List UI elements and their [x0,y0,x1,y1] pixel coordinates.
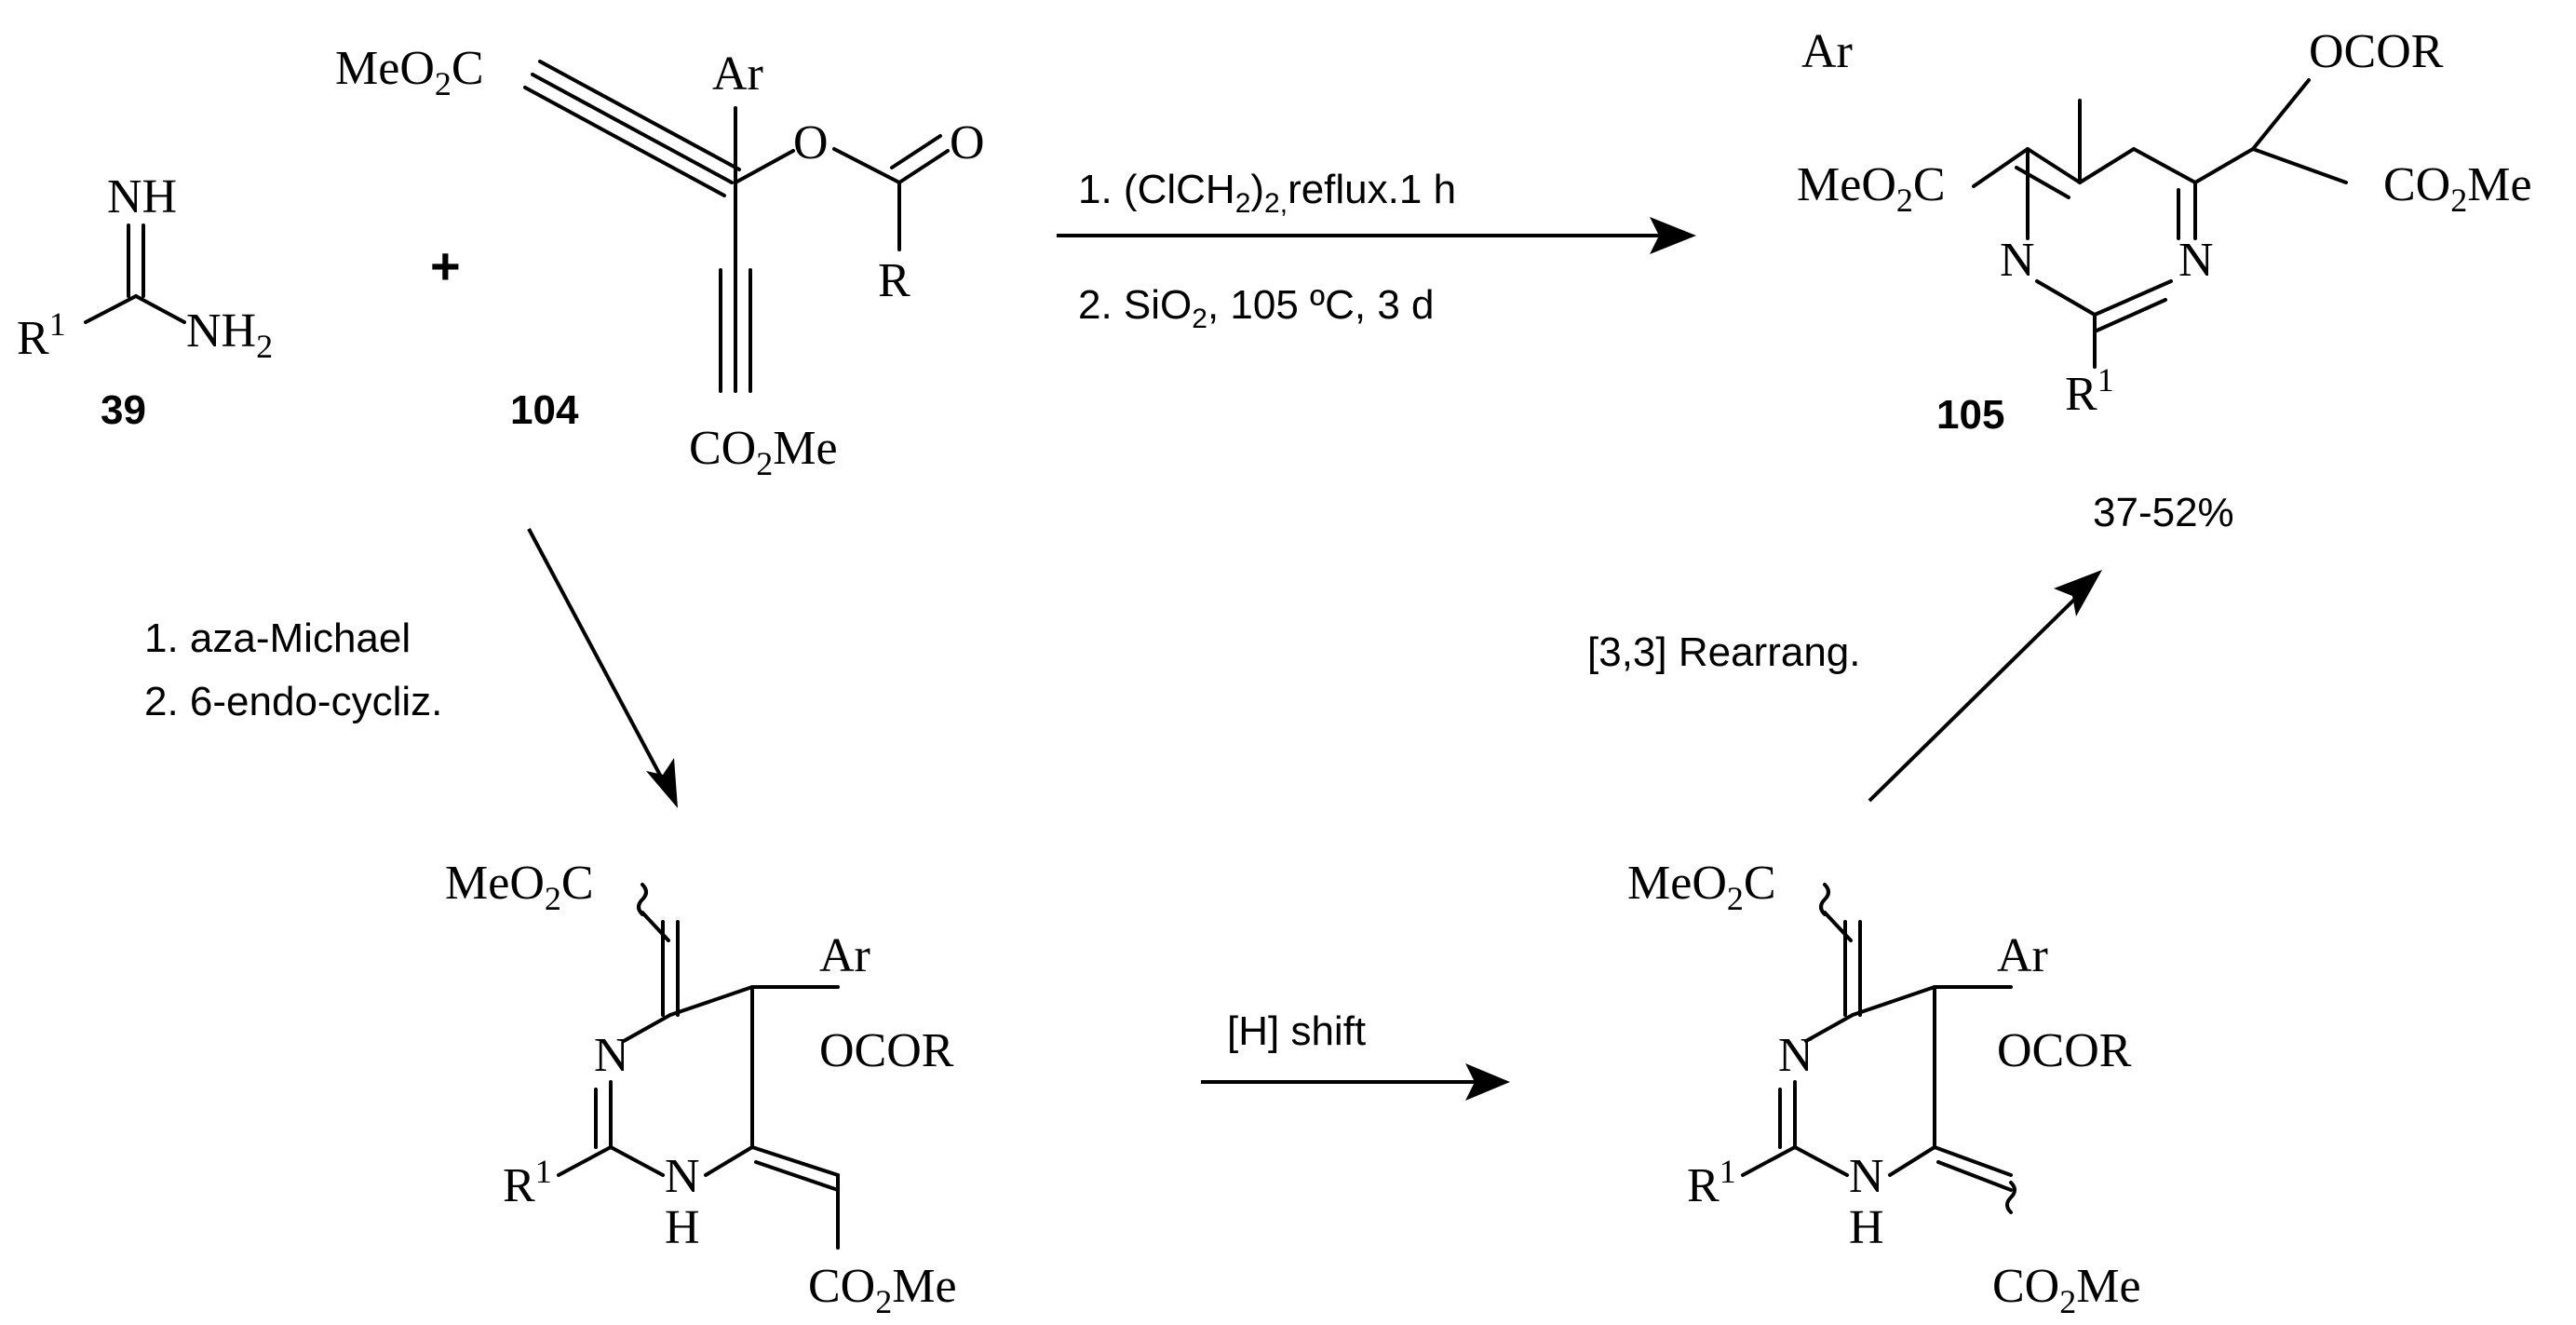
int2-ester-top: MeO2C [1627,857,1776,917]
c39-r1: R1 [17,305,66,365]
int2-nh-h: H [1849,1201,1884,1254]
int2-n: N [1778,1029,1814,1082]
c105-ester-left: MeO2C [1797,158,1946,219]
top-arrow-step2: 2. SiO2, 105 ºC, 3 d [1078,282,1435,334]
c104-ar: Ar [712,47,763,101]
c105-n-left: N [2000,234,2035,287]
arrow-up: [3,3] Rearrang. [1587,570,2102,803]
int1-ar: Ar [819,929,870,982]
compound-label-39: 39 [101,387,146,433]
down-arrow-line2: 2. 6-endo-cycliz. [144,679,442,724]
c104-ester-bottom: CO2Me [689,422,838,482]
int2-ocor: OCOR [1997,1024,2132,1077]
c39-nh2: NH2 [186,304,273,365]
c105-n-right: N [2178,234,2214,287]
compound-label-105: 105 [1936,392,2004,438]
top-arrow-step1: 1. (ClCH2)2,reflux.1 h [1078,167,1456,219]
c104-o-carbonyl: O [950,116,985,169]
compound-104: MeO2C Ar O O R CO2Me 104 [335,42,985,482]
int1-nh-n: N [665,1150,700,1203]
down-arrow-line1: 1. aza-Michael [144,615,411,661]
int2-ester-bottom: CO2Me [1992,1260,2141,1320]
int1-ester-top: MeO2C [445,857,594,917]
c105-ester-right: CO2Me [2383,158,2532,219]
compound-105: Ar OCOR MeO2C CO2Me N N R1 105 37-52% [1797,25,2532,535]
yield-label: 37-52% [2093,490,2234,535]
int1-ester-bottom: CO2Me [808,1260,957,1320]
shift-arrow-label: [H] shift [1227,1008,1366,1054]
int2-nh-n: N [1849,1150,1884,1203]
plus-sign: + [430,237,461,295]
compound-label-104: 104 [510,387,579,433]
int1-nh-h: H [665,1201,700,1254]
int1-ocor: OCOR [819,1024,954,1077]
arrow-top: 1. (ClCH2)2,reflux.1 h 2. SiO2, 105 ºC, … [1057,167,1696,334]
int2-r1: R1 [1687,1153,1736,1212]
int2-ar: Ar [1997,929,2048,982]
intermediate-2: MeO2C Ar OCOR N N H CO2Me R1 [1627,857,2141,1320]
int1-r1: R1 [503,1153,552,1212]
int1-n: N [594,1029,629,1082]
c104-r: R [878,254,910,307]
c39-nh: NH [107,170,177,223]
intermediate-1: MeO2C Ar OCOR N N H R1 CO2Me [445,857,957,1320]
c104-o-ether: O [793,116,829,169]
c105-r1: R1 [2065,361,2114,421]
c105-ar: Ar [1801,25,1853,78]
up-arrow-label: [3,3] Rearrang. [1587,629,1861,675]
c105-ocor: OCOR [2309,25,2444,78]
c104-ester-top: MeO2C [335,42,484,102]
arrow-shift: [H] shift [1201,1008,1510,1101]
arrow-down: 1. aza-Michael 2. 6-endo-cycliz. [144,528,678,808]
compound-39: NH NH2 R1 39 [17,170,273,433]
